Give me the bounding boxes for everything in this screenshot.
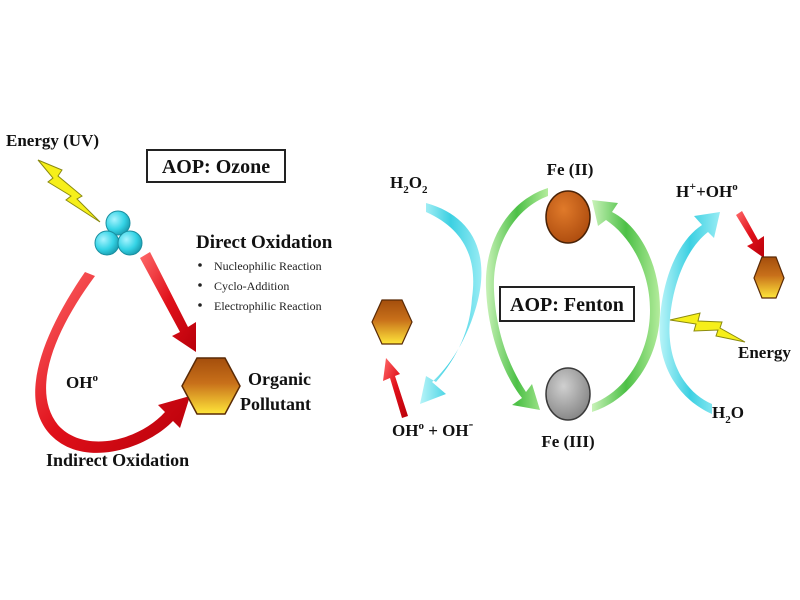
indirect-oxidation-label: Indirect Oxidation bbox=[46, 450, 189, 470]
right-pollutant-hexagon-icon bbox=[753, 256, 785, 299]
direct-item-3: Electrophilic Reaction bbox=[214, 299, 322, 313]
fenton-lightning-icon bbox=[669, 312, 746, 343]
h2o2-cyan-arrow bbox=[420, 203, 482, 404]
direct-item-2: Cyclo-Addition bbox=[214, 279, 289, 293]
left-fenton-hexagon-icon bbox=[371, 299, 413, 345]
indirect-oxidation-arrow bbox=[35, 272, 190, 453]
ozone-radical-label: OHo bbox=[66, 372, 98, 392]
direct-oxidation-arrow bbox=[140, 252, 196, 352]
ozone-pollutant-hexagon-icon bbox=[181, 357, 241, 415]
ozone-molecule-icon bbox=[94, 210, 143, 256]
fe3-sphere-icon bbox=[545, 367, 591, 421]
ozone-title: AOP: Ozone bbox=[162, 156, 270, 178]
direct-item-1: Nucleophilic Reaction bbox=[214, 259, 322, 273]
fe2-label: Fe (II) bbox=[547, 160, 594, 179]
pollutant-label-line1: Organic bbox=[248, 369, 311, 389]
oh-plus-oh-label: OHo + OH- bbox=[392, 417, 474, 440]
fe3-label: Fe (III) bbox=[541, 432, 594, 451]
fenton-title: AOP: Fenton bbox=[510, 294, 624, 316]
fe2-to-fe3-green-arrow bbox=[485, 188, 548, 410]
direct-oxidation-list: Nucleophilic Reaction Cyclo-Addition Ele… bbox=[198, 259, 322, 313]
fe3-to-fe2-green-arrow bbox=[592, 200, 660, 412]
right-cyan-arrow bbox=[659, 212, 720, 414]
hplus-oh-label: H++OHo bbox=[676, 179, 738, 201]
h2o2-label: H2O2 bbox=[390, 173, 428, 196]
fenton-energy-label: Energy bbox=[738, 343, 791, 362]
ozone-title-box bbox=[146, 149, 286, 183]
direct-oxidation-title: Direct Oxidation bbox=[196, 232, 333, 253]
left-fenton-red-arrow bbox=[383, 358, 408, 418]
fe2-sphere-icon bbox=[545, 190, 591, 244]
right-red-arrow bbox=[736, 211, 764, 258]
ozone-lightning-icon bbox=[37, 159, 101, 223]
ozone-energy-label: Energy (UV) bbox=[6, 131, 99, 150]
fenton-title-box bbox=[499, 286, 635, 322]
pollutant-label-line2: Pollutant bbox=[240, 394, 311, 414]
h2o-label: H2O bbox=[712, 403, 744, 426]
